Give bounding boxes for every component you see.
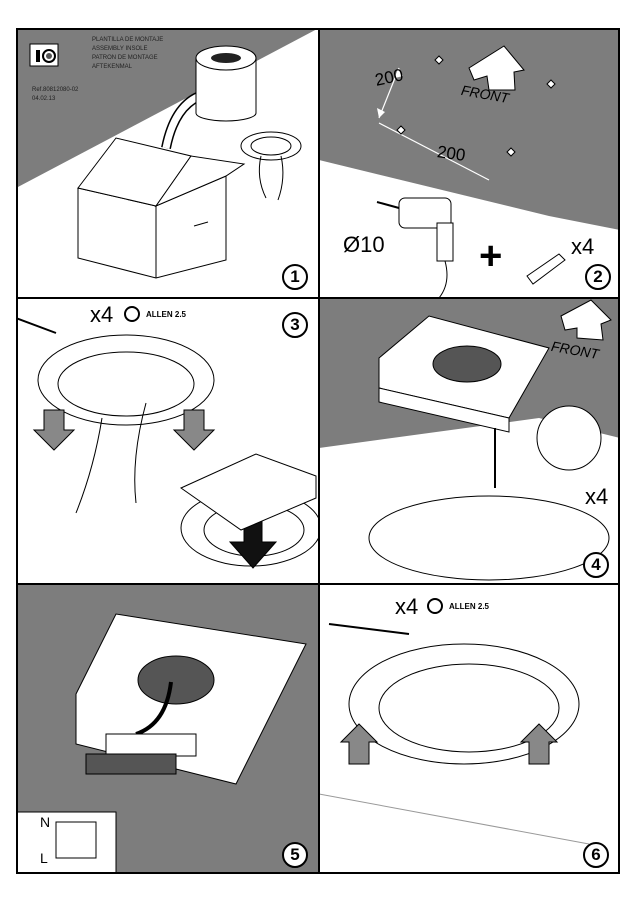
template-label: PLANTILLA DE MONTAJE ASSEMBLY INSOLE PAT… — [92, 36, 163, 72]
down-arrow — [228, 519, 278, 569]
step-4-panel: FRONT x4 4 — [319, 298, 620, 584]
screw-quantity: x4 — [90, 302, 114, 327]
front-arrow — [560, 299, 612, 341]
reference-number: Ref.80812080-02 — [32, 87, 79, 93]
template-line: PLANTILLA DE MONTAJE — [92, 37, 164, 43]
step-number: 2 — [585, 264, 611, 290]
hex-icon — [427, 598, 443, 614]
instruction-sheet-border — [16, 28, 620, 874]
step-number: 5 — [282, 842, 308, 868]
step-6-panel: x4 ALLEN 2.5 6 — [319, 584, 620, 874]
wire-live: L — [40, 850, 48, 866]
template-line: ASSEMBLY INSOLE — [92, 46, 148, 52]
plus-sign: + — [479, 234, 503, 278]
allen-size: ALLEN 2.5 — [449, 602, 490, 611]
reference-date: 04.02.13 — [32, 96, 56, 102]
step-number: 6 — [583, 842, 609, 868]
step-3-illustration — [16, 317, 319, 569]
step-4-illustration — [319, 298, 620, 581]
panel-divider — [16, 297, 620, 299]
screw-quantity: x4 — [395, 594, 419, 619]
step-1-illustration — [16, 28, 319, 279]
step-number: 3 — [282, 312, 308, 338]
allen-size: ALLEN 2.5 — [146, 310, 187, 319]
step-number: 4 — [583, 552, 609, 578]
step-2-illustration — [319, 28, 620, 298]
step-2-panel: 200 200 FRONT Ø10 + x4 2 — [319, 28, 620, 298]
up-arrow — [339, 723, 379, 765]
trim-ring — [368, 495, 610, 581]
drill — [376, 197, 454, 298]
step-5-illustration — [16, 584, 319, 874]
wall-plug — [526, 253, 566, 285]
hex-icon — [124, 306, 140, 322]
allen-key — [328, 623, 410, 635]
panel-divider — [16, 583, 620, 585]
panel-divider — [318, 28, 320, 874]
front-arrow — [468, 45, 525, 91]
fixture-body — [179, 453, 317, 531]
step-6-illustration — [319, 623, 590, 845]
step-1-panel: PLANTILLA DE MONTAJE ASSEMBLY INSOLE PAT… — [16, 28, 319, 298]
screw-quantity: x4 — [585, 484, 609, 509]
template-line: AFTEKENMAL — [92, 64, 133, 70]
plug-quantity: x4 — [571, 234, 595, 259]
drill-size: Ø10 — [343, 232, 385, 257]
step-number: 1 — [282, 264, 308, 290]
wire-neutral: N — [40, 814, 51, 830]
template-line: PATRON DE MONTAGE — [92, 55, 158, 61]
allen-key — [16, 317, 57, 334]
step-5-panel: N L 5 — [16, 584, 319, 874]
step-3-panel: x4 ALLEN 2.5 3 — [16, 298, 319, 584]
reference-block: Ref.80812080-02 04.02.13 — [32, 86, 78, 104]
detail-zoom — [536, 405, 602, 471]
up-arrow — [519, 723, 559, 765]
